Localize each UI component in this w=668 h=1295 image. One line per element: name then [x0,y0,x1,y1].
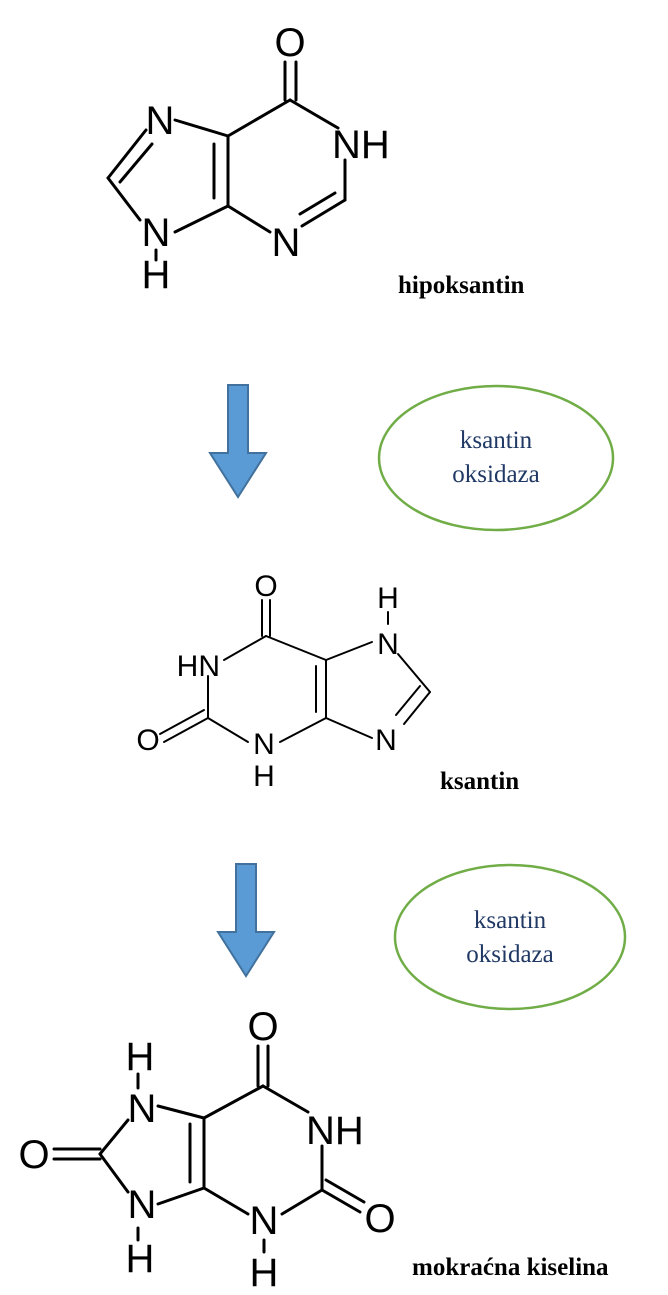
atom-n3: N [253,728,275,761]
enzyme-ellipse-2 [393,863,627,1011]
bond [324,1178,366,1204]
bond [173,204,230,234]
bond [156,1104,206,1120]
bond [261,1084,310,1114]
bond [395,685,421,716]
bond [163,717,209,743]
uric-acid-structure: O H N NH O N H N H O [18,1005,395,1295]
bond [265,635,327,661]
atom-h7: H [126,1035,155,1079]
xanthine-structure: O HN O N H H N N [136,570,431,793]
enzyme-label-2-line2: oksidaza [466,941,554,968]
atom-h9: H [126,1237,155,1281]
enzyme-label-1: ksantin oksidaza [376,424,616,492]
reaction-arrow-1 [208,384,268,499]
bond [279,717,327,743]
bond [325,641,373,661]
atom-h9: H [142,253,171,297]
bond [98,1152,130,1194]
atom-o-left: O [136,724,159,757]
xanthine-label: ksantin [440,768,520,795]
atom-o: O [274,21,305,65]
bond [106,128,148,180]
arrow-shape [208,384,268,499]
bond [320,1188,362,1214]
uric-acid-label: mokraćna kiselina [412,1254,609,1281]
bond [223,635,267,661]
atom-n9: N [142,211,171,255]
atom-o-top: O [254,570,277,603]
bond [403,691,431,725]
bond [280,1188,324,1216]
atom-o-top: O [247,1005,278,1049]
atom-n-top: N [146,99,175,143]
atom-hn: HN [177,650,220,683]
atom-h3: H [253,760,275,793]
enzyme-label-2: ksantin oksidaza [392,904,628,972]
bond [159,709,205,735]
bond [397,653,431,693]
atom-nh-right: NH [332,123,390,167]
atom-n9: N [375,724,397,757]
enzyme-label-1-line2: oksidaza [452,461,540,488]
bond [106,176,142,222]
bond [288,98,340,130]
atom-n-bottom: N [272,221,301,265]
bond [202,1084,265,1120]
bond [207,717,249,743]
reaction-arrow-2 [216,863,276,978]
hypoxanthine-label: hipoksantin [398,272,525,299]
atom-n3: N [250,1199,279,1243]
atom-h3: H [250,1251,279,1295]
atom-o-right: O [364,1197,395,1241]
bond [226,204,272,234]
bond [118,142,154,184]
bond [298,191,337,216]
arrow-shape [216,863,276,978]
bond [98,1118,130,1156]
hypoxanthine-structure: O N NH N N H [106,21,390,297]
bond [202,1186,250,1216]
atom-nh-right: NH [306,1109,364,1153]
atom-n7: N [128,1087,157,1131]
bond [173,118,230,138]
enzyme-label-1-line1: ksantin [459,427,533,454]
atom-o-left: O [18,1133,49,1177]
atom-n9: N [128,1183,157,1227]
bond [325,717,373,739]
atom-n7: N [377,628,399,661]
bond [156,1186,206,1206]
enzyme-label-2-line1: ksantin [473,907,547,934]
bond [300,198,347,228]
bond [226,98,292,138]
enzyme-ellipse-1 [377,384,615,532]
atom-h7: H [377,582,399,615]
